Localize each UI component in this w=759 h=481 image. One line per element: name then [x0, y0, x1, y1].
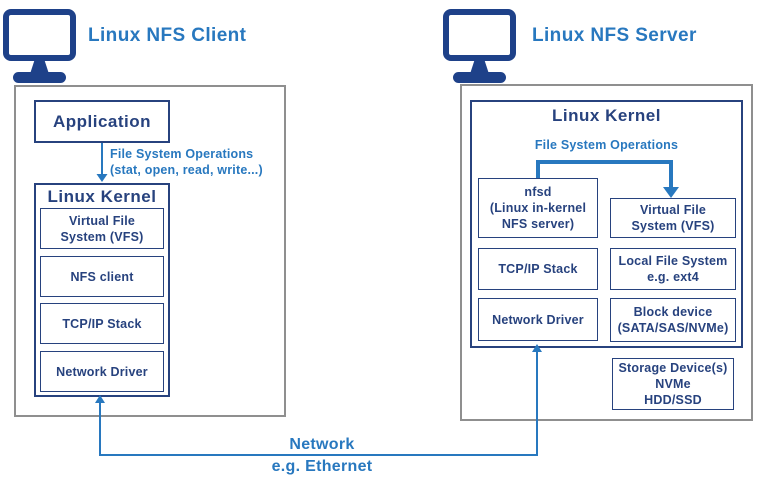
- client-fs-ops-label: File System Operations (stat, open, read…: [110, 147, 263, 177]
- monitor-screen: [3, 9, 76, 61]
- server-local-fs-box: Local File System e.g. ext4: [610, 248, 736, 290]
- server-network-driver-box: Network Driver: [478, 298, 598, 341]
- server-kernel-title: Linux Kernel: [552, 106, 661, 125]
- monitor-base: [13, 72, 66, 83]
- server-title: Linux NFS Server: [532, 25, 697, 46]
- storage-devices-box: Storage Device(s) NVMe HDD/SSD: [612, 358, 734, 410]
- server-tcpip-box: TCP/IP Stack: [478, 248, 598, 290]
- monitor-screen: [443, 9, 516, 61]
- server-nfsd-box: nfsd (Linux in-kernel NFS server): [478, 178, 598, 238]
- monitor-neck: [470, 60, 489, 74]
- monitor-neck: [30, 60, 49, 74]
- server-computer-icon: [443, 9, 519, 83]
- monitor-base: [453, 72, 506, 83]
- server-fs-ops-label: File System Operations: [534, 138, 679, 152]
- server-vfs-box: Virtual File System (VFS): [610, 198, 736, 238]
- client-computer-icon: [3, 9, 79, 83]
- client-layer-tcpip: TCP/IP Stack: [40, 303, 164, 344]
- client-kernel-title: Linux Kernel: [47, 187, 157, 206]
- client-layer-nfs-client: NFS client: [40, 256, 164, 297]
- network-label: Network: [289, 436, 355, 453]
- application-box: Application: [34, 100, 170, 143]
- server-block-device-box: Block device (SATA/SAS/NVMe): [610, 298, 736, 342]
- client-layer-vfs: Virtual File System (VFS): [40, 208, 164, 249]
- client-title: Linux NFS Client: [88, 25, 247, 46]
- network-sublabel: e.g. Ethernet: [271, 458, 373, 475]
